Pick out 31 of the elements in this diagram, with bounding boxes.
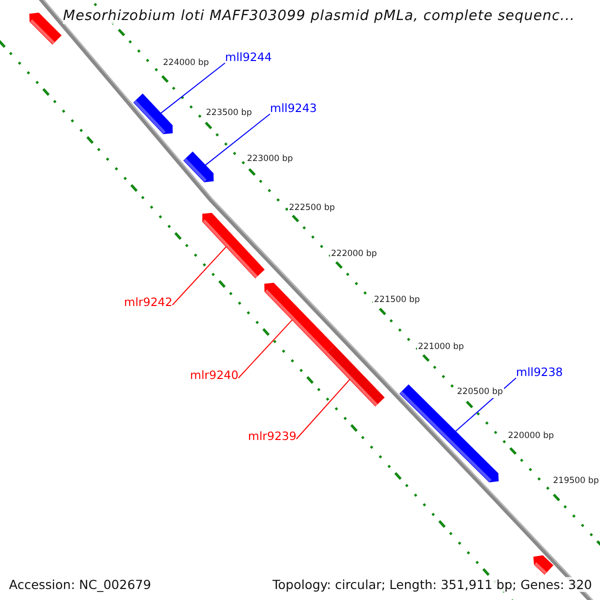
gene-feature (29, 12, 62, 45)
tick-label: 223000 bp (246, 154, 294, 165)
tick-label: 220500 bp (456, 387, 504, 398)
leader-line (238, 319, 293, 378)
accession-text: Accession: NC_002679 (9, 577, 152, 592)
leader-line (296, 378, 350, 440)
tick-label: 223500 bp (205, 108, 253, 119)
tick-label: 220000 bp (507, 431, 555, 442)
gene-feature (202, 212, 265, 278)
tick-label: 222000 bp (330, 249, 378, 260)
leader-line (204, 114, 270, 166)
gene-feature (264, 282, 335, 354)
gene-feature (325, 346, 385, 406)
leader-line (160, 62, 226, 114)
gene-label: mll9238 (516, 365, 563, 379)
gene-feature (533, 555, 554, 575)
tick-label: 222500 bp (288, 203, 336, 214)
gene-feature (183, 152, 214, 182)
tick-label: 224000 bp (162, 58, 210, 69)
gene-label: mlr9239 (248, 429, 296, 443)
gene-label: mlr9240 (190, 368, 238, 382)
gene-label: mll9244 (225, 50, 272, 64)
tick-label: 221000 bp (417, 342, 465, 353)
summary-text: Topology: circular; Length: 351,911 bp; Genes: 320 (272, 577, 592, 592)
gene-feature (133, 94, 173, 134)
leader-line (172, 246, 227, 306)
title: Mesorhizobium loti MAFF303099 plasmid pMLa, complete sequenc... (63, 8, 575, 24)
gene-label: mlr9242 (124, 295, 172, 309)
tick-label: 221500 bp (373, 295, 421, 306)
tick-label: 219500 bp (552, 476, 600, 487)
gene-label: mll9243 (270, 101, 317, 115)
